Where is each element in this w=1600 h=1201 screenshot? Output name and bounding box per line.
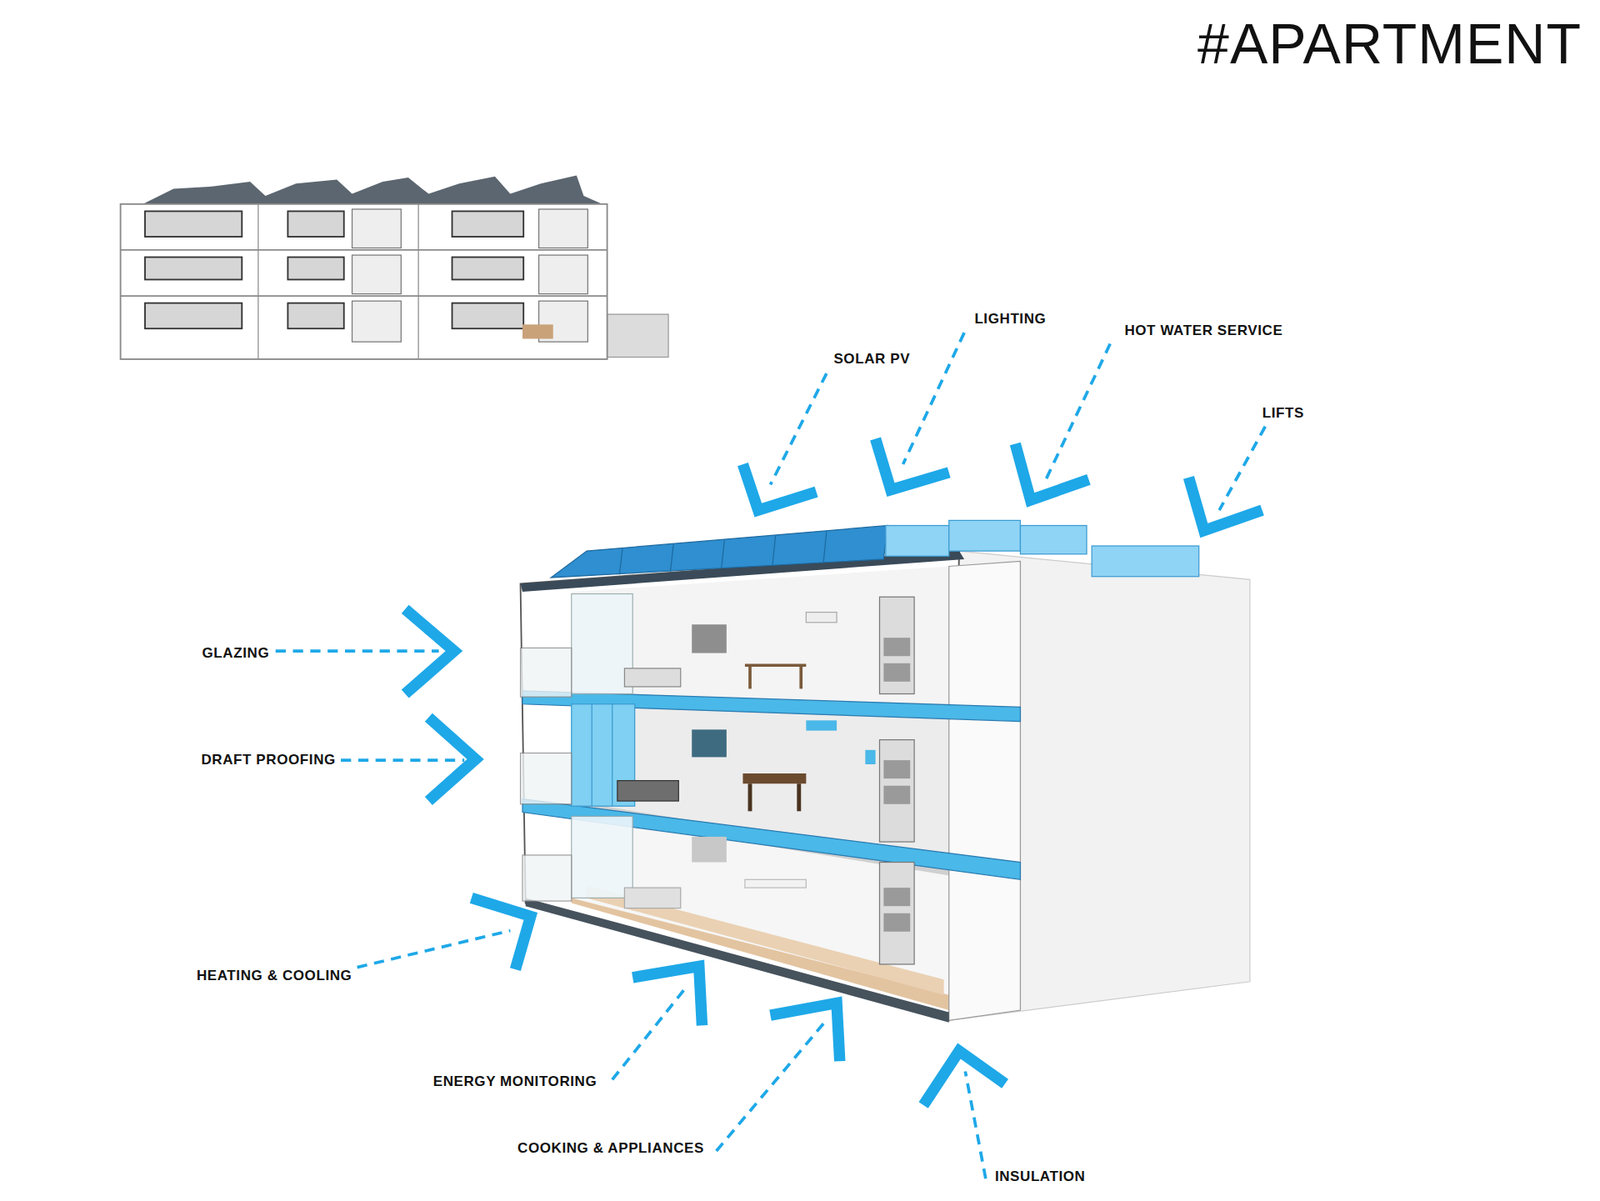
callout-label: SOLAR PV [833, 350, 910, 368]
building-elevation [120, 175, 669, 360]
callout-label: ENERGY MONITORING [433, 1073, 598, 1090]
callout-label: GLAZING [202, 645, 270, 662]
callout-label: LIFTS [1262, 405, 1305, 422]
page-title: #APARTMENT [1197, 15, 1582, 72]
callout-label: LIGHTING [974, 310, 1046, 328]
callout-label: DRAFT PROOFING [200, 751, 335, 769]
building-section [520, 520, 1250, 1022]
callout-label: HOT WATER SERVICE [1124, 322, 1283, 340]
callout-label: HEATING & COOLING [196, 967, 353, 985]
chevron-arrows [405, 438, 1262, 1105]
leader-lines [275, 332, 1266, 1179]
callout-label: INSULATION [995, 1168, 1086, 1185]
callout-label: COOKING & APPLIANCES [517, 1140, 705, 1157]
